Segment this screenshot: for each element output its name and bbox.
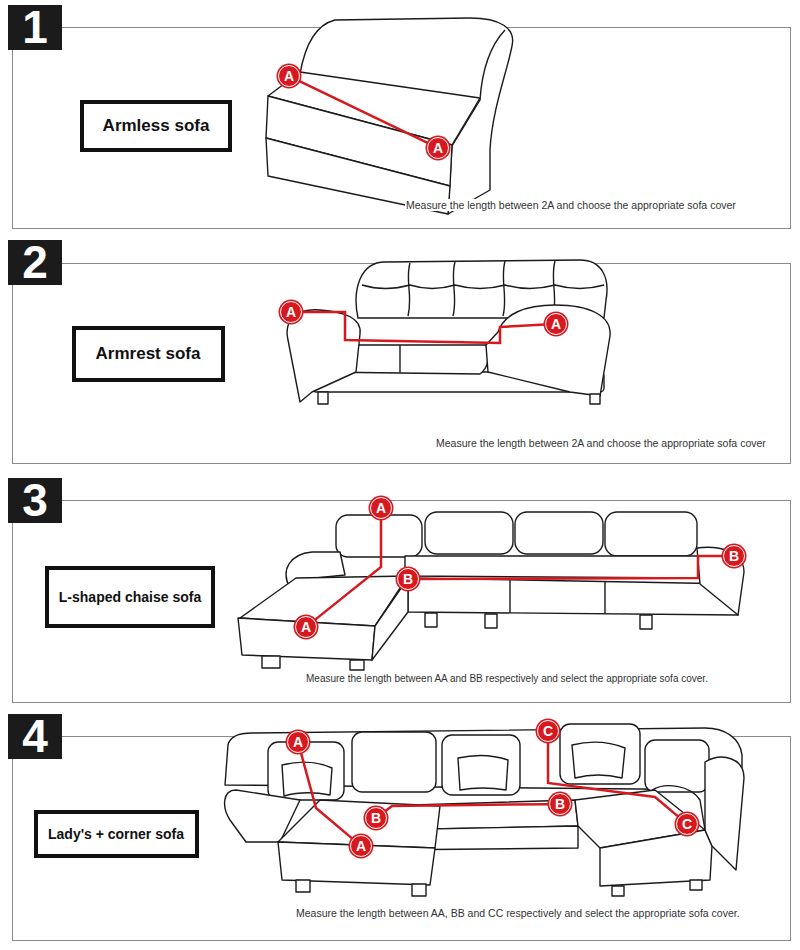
section-number: 2	[8, 240, 62, 285]
measuring-note: Measure the length between AA and BB res…	[305, 673, 709, 685]
node-text: B	[729, 547, 739, 565]
armrest-sofa-drawing	[362, 285, 604, 289]
node-text: C	[543, 722, 553, 740]
node-text: A	[356, 837, 366, 855]
measure-point: B	[397, 568, 419, 590]
node-text: 3	[22, 478, 48, 523]
chaise-sofa-drawing	[372, 578, 408, 660]
measure-point: C	[676, 813, 698, 835]
armrest-sofa-drawing	[590, 394, 600, 404]
armless-sofa-drawing	[480, 30, 505, 100]
corner-sofa-drawing	[645, 740, 709, 792]
chaise-sofa-drawing	[350, 660, 364, 670]
node-text: B	[555, 795, 565, 813]
section-number: 3	[8, 478, 62, 523]
corner-sofa-drawing	[352, 732, 436, 792]
chaise-sofa-drawing	[262, 656, 280, 668]
measure-point: B	[723, 545, 745, 567]
chaise-sofa-drawing	[238, 618, 375, 660]
measure-point: A	[427, 137, 449, 159]
node-text: Armless sofa	[103, 116, 210, 136]
chaise-sofa-drawing	[605, 512, 697, 556]
chaise-sofa-drawing	[425, 512, 513, 554]
corner-sofa-drawing	[600, 830, 712, 886]
measure-line	[419, 556, 723, 579]
corner-sofa-drawing	[412, 884, 426, 896]
armrest-sofa-drawing	[318, 392, 328, 404]
sofa-type-label: Armless sofa	[80, 100, 232, 152]
chaise-sofa-drawing	[697, 547, 744, 615]
chaise-sofa-drawing	[425, 613, 437, 627]
measure-point: A	[295, 616, 317, 638]
chaise-sofa-drawing	[405, 556, 700, 578]
node-text: A	[293, 733, 303, 751]
measure-line	[299, 81, 428, 143]
measure-line	[385, 804, 549, 811]
corner-sofa-drawing	[225, 724, 744, 896]
sofa-type-label: Lady's + corner sofa	[34, 810, 199, 858]
measure-point: A	[545, 313, 567, 335]
corner-sofa-drawing	[612, 886, 624, 896]
node-text: A	[551, 315, 561, 333]
panel-frame	[13, 501, 791, 703]
node-text: A	[284, 67, 294, 85]
armrest-sofa-drawing	[399, 345, 400, 373]
measure-point: A	[370, 497, 392, 519]
armrest-sofa-drawing	[287, 310, 360, 402]
measure-line	[301, 753, 353, 839]
chaise-sofa-drawing	[485, 614, 497, 628]
node-text: Armrest sofa	[96, 344, 201, 364]
node-text: 4	[22, 714, 48, 759]
measure-point: A	[350, 835, 372, 857]
node-text: B	[403, 570, 413, 588]
node-text: Lady's + corner sofa	[48, 826, 184, 842]
armrest-sofa-drawing	[287, 260, 610, 404]
armrest-sofa-drawing	[486, 305, 610, 396]
measuring-note: Measure the length between AA, BB and CC…	[295, 907, 782, 919]
chaise-sofa-drawing	[515, 512, 603, 554]
node-text: A	[433, 139, 443, 157]
chaise-sofa-drawing	[336, 515, 422, 557]
node-text: 1	[22, 5, 48, 50]
sofa-type-label: L-shaped chaise sofa	[45, 566, 215, 628]
measure-point: A	[287, 731, 309, 753]
corner-sofa-drawing	[442, 735, 520, 795]
measure-point: C	[537, 720, 559, 742]
section-number: 4	[8, 714, 62, 759]
armless-sofa-drawing	[266, 18, 513, 214]
measuring-note: Measure the length between 2A and choose…	[405, 199, 737, 211]
node-text: B	[371, 809, 381, 827]
measure-point: A	[280, 301, 302, 323]
node-text: 2	[22, 240, 48, 285]
measuring-note: Measure the length between 2A and choose…	[435, 437, 789, 449]
corner-sofa-drawing	[296, 880, 310, 892]
chaise-sofa-drawing	[510, 580, 605, 614]
corner-sofa-drawing	[458, 755, 508, 790]
measure-point: B	[365, 807, 387, 829]
corner-sofa-drawing	[705, 757, 744, 870]
corner-sofa-drawing	[560, 724, 640, 784]
corner-sofa-drawing	[572, 742, 625, 778]
node-text: C	[682, 815, 692, 833]
node-text: A	[286, 303, 296, 321]
panel-frame	[13, 28, 791, 941]
section-number: 1	[8, 5, 62, 50]
corner-sofa-drawing	[690, 880, 702, 890]
measure-point: B	[549, 793, 571, 815]
chaise-sofa-drawing	[238, 512, 744, 670]
node-text: L-shaped chaise sofa	[59, 589, 201, 605]
node-text: A	[301, 618, 311, 636]
measure-line	[302, 312, 545, 343]
measure-line	[315, 519, 381, 620]
chaise-sofa-drawing	[408, 578, 738, 615]
measure-line	[548, 742, 679, 817]
node-text: A	[376, 499, 386, 517]
chaise-sofa-drawing	[640, 615, 652, 629]
sofa-type-label: Armrest sofa	[72, 326, 225, 382]
measure-point: A	[278, 65, 300, 87]
